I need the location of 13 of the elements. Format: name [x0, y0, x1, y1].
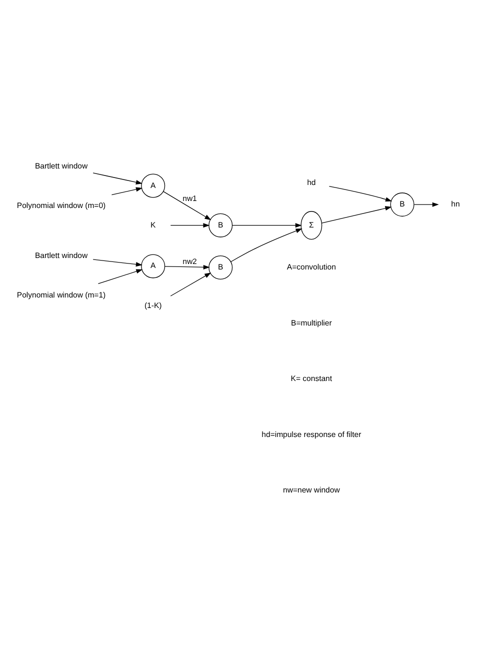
arrow [163, 190, 212, 220]
arrow [111, 186, 142, 195]
arrow [328, 186, 392, 202]
arrow [232, 222, 302, 228]
arrow [322, 206, 392, 223]
arrow [170, 272, 212, 296]
arrow [230, 228, 302, 262]
arrow [92, 172, 142, 184]
arrow [170, 222, 210, 228]
arrow [98, 268, 143, 284]
arrow [164, 264, 210, 269]
arrow [92, 258, 142, 266]
arrow [414, 202, 439, 206]
